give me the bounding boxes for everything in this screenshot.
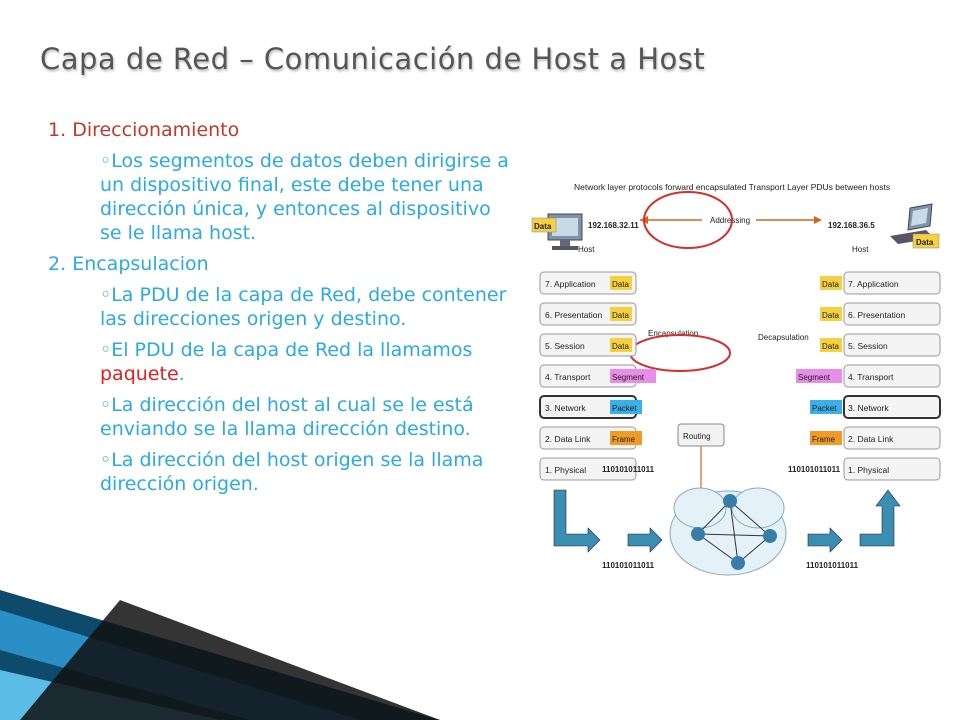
right-pdu-label: Packet [812,404,837,413]
left-pdu-tag [610,369,656,383]
right-layer-label: 2. Data Link [848,434,894,444]
right-ip: 192.168.36.5 [828,221,875,230]
right-layer-box [843,302,941,326]
left-flow-arrow [627,527,663,553]
right-layer-box [843,271,941,295]
right-pdu-tag [796,369,842,383]
right-layer-label: 6. Presentation [848,310,905,320]
item-2-sub-4: ◦La dirección del host origen se la llam… [100,449,484,495]
bottom-right-bits: 110101011011 [806,561,859,570]
left-layer-label: 1. Physical [545,465,586,475]
right-pdu-label: Data [822,342,839,351]
left-layer-label: 5. Session [545,341,585,351]
right-layer-label: 1. Physical [848,465,889,475]
left-layer-box [539,457,637,481]
encapsulation-diagram: Network layer protocols forward encapsul… [530,168,945,588]
left-down-arrow [553,489,601,553]
item-2-heading: 2. Encapsulacion [48,253,209,275]
item-1-sub-1: ◦Los segmentos de datos deben dirigirse … [100,150,509,244]
right-pdu-label: Frame [812,435,836,444]
network-cloud-icon [669,487,787,576]
right-layer-label: 4. Transport [848,372,894,382]
left-pdu-label: Data [612,280,629,289]
right-pdu-tag [820,307,842,321]
routing-label: Routing [683,432,711,441]
right-flow-arrow [807,527,843,553]
left-layer-label: 3. Network [545,403,586,413]
left-bits-label: 110101011011 [602,465,655,474]
left-pdu-label: Segment [612,373,645,382]
addressing-circle [643,191,733,249]
right-layer-box [843,457,941,481]
left-pdu-tag [610,276,632,290]
left-pdu-label: Frame [612,435,636,444]
left-layer-label: 7. Application [545,279,596,289]
right-host-icon [890,203,934,244]
decapsulation-label: Decapsulation [758,333,809,342]
item-2-sub-1: ◦La PDU de la capa de Red, debe contener… [100,284,507,330]
encapsulation-label: Encapsulation [648,329,698,338]
left-layer-label: 4. Transport [545,372,591,382]
item-1-heading: 1. Direccionamiento [48,119,240,141]
right-layer-box [843,364,941,388]
left-pdu-tag [610,400,642,414]
left-pdu-tag [610,431,642,445]
item-2-sub-2: ◦El PDU de la capa de Red la llamamos pa… [100,339,473,385]
right-pdu-label: Data [822,311,839,320]
item-2-sub-3: ◦La dirección del host al cual se le est… [100,394,474,440]
left-layer-label: 2. Data Link [545,434,591,444]
right-bits-label: 110101011011 [788,465,841,474]
right-layer-label: 3. Network [848,403,889,413]
right-layer-box [843,333,941,357]
left-pdu-label: Packet [612,404,637,413]
left-host-label: Host [578,245,595,254]
bullet-list: 1. Direccionamiento ◦Los segmentos de da… [48,118,518,503]
right-up-arrow [859,489,901,547]
right-pdu-tag [810,400,842,414]
left-pdu-label: Data [612,342,629,351]
addressing-label: Addressing [710,216,750,225]
diagram-caption: Network layer protocols forward encapsul… [574,182,890,192]
right-layer-box [843,395,941,419]
right-pdu-tag [820,338,842,352]
left-pdu-tag [610,307,632,321]
right-layer-box [843,426,941,450]
bottom-left-bits: 110101011011 [602,561,655,570]
right-host-data: Data [916,238,934,247]
right-pdu-label: Data [822,280,839,289]
left-pdu-label: Data [612,311,629,320]
slide-title: Capa de Red – Comunicación de Host a Hos… [40,42,706,76]
right-pdu-tag [820,276,842,290]
left-pdu-tag [610,338,632,352]
left-host-data: Data [534,222,552,231]
right-host-label: Host [852,245,869,254]
right-pdu-tag [810,431,842,445]
right-layer-label: 5. Session [848,341,888,351]
right-pdu-label: Segment [798,373,831,382]
left-ip: 192.168.32.11 [588,221,639,230]
left-layer-label: 6. Presentation [545,310,602,320]
right-layer-label: 7. Application [848,279,899,289]
decorative-corner [0,590,440,720]
